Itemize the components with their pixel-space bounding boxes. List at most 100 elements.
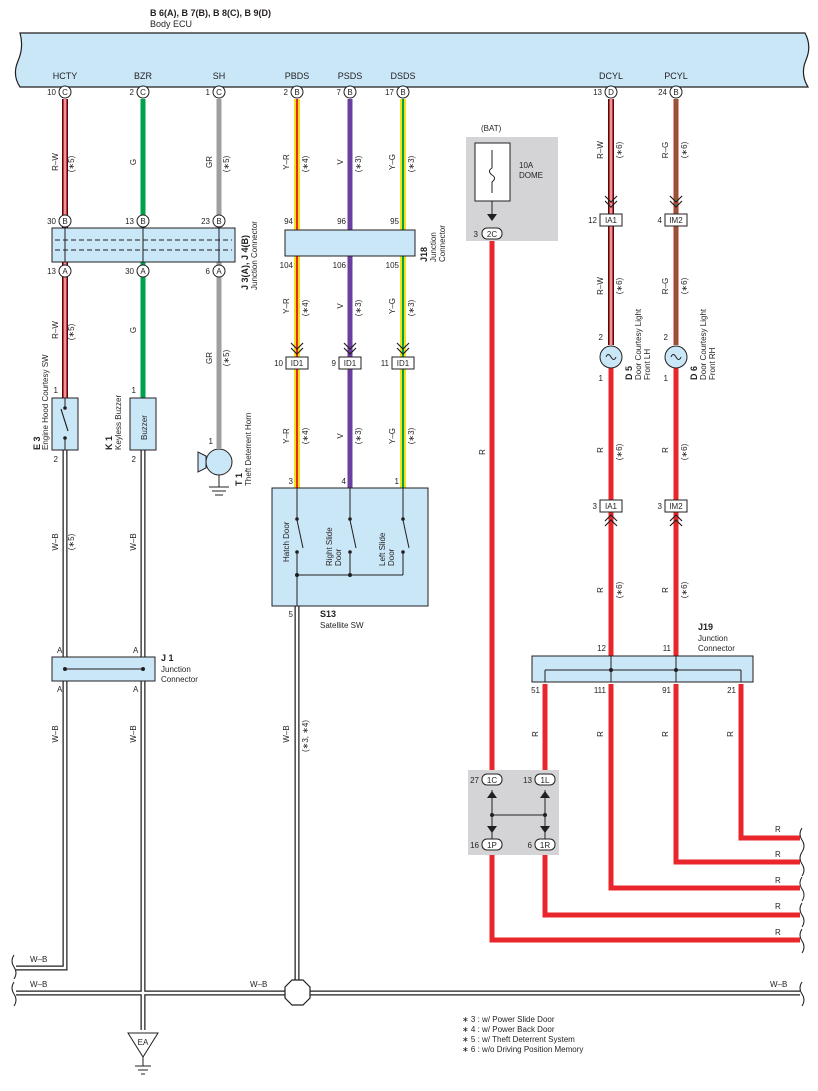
label-yr-1: Y–R: [282, 154, 291, 170]
junction-connector-j1: A A A A J 1 Junction Connector: [51, 646, 198, 694]
label-r-h2: R: [775, 850, 781, 859]
k1-label: Keyless Buzzer: [114, 395, 123, 450]
j1-label-2: Connector: [161, 675, 198, 684]
jb-pin-16: 16: [470, 841, 479, 850]
e3-pin-top: 1: [54, 386, 59, 395]
note-6-8: (∗6): [680, 581, 689, 598]
s13-switch-2-l1: Right Slide: [325, 527, 334, 566]
j19-bot-pin-1: 51: [531, 686, 540, 695]
note-6-2: (∗6): [680, 141, 689, 158]
ecu-pin-dsds-num: 17: [385, 88, 394, 97]
pin-name-psds: PSDS: [338, 71, 363, 81]
label-gr-2: GR: [205, 352, 214, 364]
label-wb-1: W–B: [51, 533, 60, 550]
d6-pin-bot: 1: [664, 374, 669, 383]
j3-top-conn-2: B: [140, 217, 145, 226]
note-3-1: (∗3): [354, 155, 363, 172]
ground-ea: EA: [127, 1032, 159, 1075]
label-yg-2: Y–G: [388, 298, 397, 314]
legend-line-2: ∗ 4 : w/ Power Back Door: [462, 1025, 555, 1034]
j3-top-conn-3: B: [216, 217, 221, 226]
label-gr-1: GR: [205, 156, 214, 168]
id1-pin-2: 9: [332, 359, 337, 368]
label-g-1: G: [129, 159, 138, 165]
horizontal-wire-labels: R R R R R W–B W–B W–B W–B: [30, 825, 787, 989]
keyless-buzzer-k1: Buzzer 1 2 K 1 Keyless Buzzer: [104, 386, 157, 464]
label-r-h3: R: [775, 876, 781, 885]
j1-pin-3: A: [57, 685, 63, 694]
j1-pin-2: A: [133, 646, 139, 655]
pin-name-bzr: BZR: [134, 71, 153, 81]
note-6-1: (∗6): [615, 141, 624, 158]
junction-block-1: 1C 1L 1P 1R 27 13 16 6: [468, 770, 559, 855]
ecu-pin-sh: C 1: [206, 85, 226, 99]
s13-label: Satellite SW: [320, 621, 364, 630]
label-r-im2: R: [661, 587, 670, 593]
j18-label-2: Connector: [438, 225, 447, 262]
ecu-pin-sh-num: 1: [206, 88, 211, 97]
note-6-4: (∗6): [680, 277, 689, 294]
t1-ref: T 1: [234, 473, 244, 486]
label-r-h5: R: [775, 928, 781, 937]
im2-top-pin: 4: [658, 216, 663, 225]
note-5-3: (∗5): [67, 323, 76, 340]
ecu-pin-pcyl-num: 24: [658, 88, 667, 97]
jb-pin-6: 6: [528, 841, 533, 850]
ecu-pin-terminals: C 10 C 2 C 1 B 2 B 7 B 17: [47, 85, 683, 99]
e3-pin-bot: 2: [54, 455, 59, 464]
im2-name-bot: IM2: [669, 502, 683, 511]
t1-label: Theft Deterrent Horn: [244, 413, 253, 486]
ecu-pin-pcyl-conn: B: [673, 88, 678, 97]
j3-bot-conn-3: A: [216, 267, 222, 276]
s13-pin-3: 1: [395, 477, 400, 486]
label-r-h4: R: [775, 902, 781, 911]
legend-line-1: ∗ 3 : w/ Power Slide Door: [462, 1015, 555, 1024]
ecu-pin-psds-conn: B: [347, 88, 352, 97]
ecu-pin-bzr-conn: C: [140, 88, 146, 97]
fuse-name: DOME: [519, 171, 543, 180]
id1-pin-1: 10: [274, 359, 283, 368]
id1-pin-3: 11: [381, 359, 390, 368]
j19-label-2: Connector: [698, 644, 735, 653]
ecu-pin-hcty-num: 10: [47, 88, 56, 97]
j3-top-pin-3: 23: [201, 217, 210, 226]
label-r-j19-2: R: [596, 731, 605, 737]
label-rw-dcyl: R–W: [596, 141, 605, 159]
id1-name-2: ID1: [344, 359, 357, 368]
k1-ref: K 1: [104, 436, 114, 450]
im2-name-top: IM2: [669, 216, 683, 225]
body-ecu-bar: [14, 32, 810, 88]
ecu-pin-pbds: B 2: [284, 85, 304, 99]
id1-name-3: ID1: [397, 359, 410, 368]
wire-color-labels: R–W (∗5) G GR (∗5) Y–R (∗4) V (∗3) Y–G (…: [51, 141, 735, 752]
ecu-pin-psds: B 7: [337, 85, 357, 99]
label-wb-h3: W–B: [250, 980, 267, 989]
e3-label: Engine Hood Courtesy SW: [41, 354, 50, 450]
ecu-pin-sh-conn: C: [216, 88, 222, 97]
label-v-2: V: [336, 303, 345, 309]
k1-inner: Buzzer: [140, 415, 149, 440]
ia1-bot-pin: 3: [593, 502, 598, 511]
note-5-1: (∗5): [67, 155, 76, 172]
bat-pin: 3: [474, 230, 479, 239]
id1-name-1: ID1: [291, 359, 304, 368]
ecu-pin-pbds-conn: B: [294, 88, 299, 97]
inline-connectors-ia1-im2: IA1 IM2 IA1 IM2 12 4 3 3: [588, 195, 688, 527]
label-g-2: G: [129, 327, 138, 333]
j1-pin-4: A: [133, 685, 139, 694]
label-wb-h4: W–B: [770, 980, 787, 989]
ecu-pin-dsds: B 17: [385, 85, 410, 99]
ia1-name-top: IA1: [605, 216, 618, 225]
label-r-bat: R: [478, 449, 487, 455]
label-yg-1: Y–G: [388, 154, 397, 170]
j3-bot-pin-1: 13: [47, 267, 56, 276]
d5-pin-bot: 1: [599, 374, 604, 383]
s13-pin-1: 3: [289, 477, 294, 486]
note-6-3: (∗6): [615, 277, 624, 294]
ecu-pin-pcyl: B 24: [658, 85, 683, 99]
label-wb-h2: W–B: [30, 980, 47, 989]
j3-bot-pin-2: 30: [125, 267, 134, 276]
notes-legend: ∗ 3 : w/ Power Slide Door ∗ 4 : w/ Power…: [462, 1015, 583, 1054]
label-v-1: V: [336, 159, 345, 165]
